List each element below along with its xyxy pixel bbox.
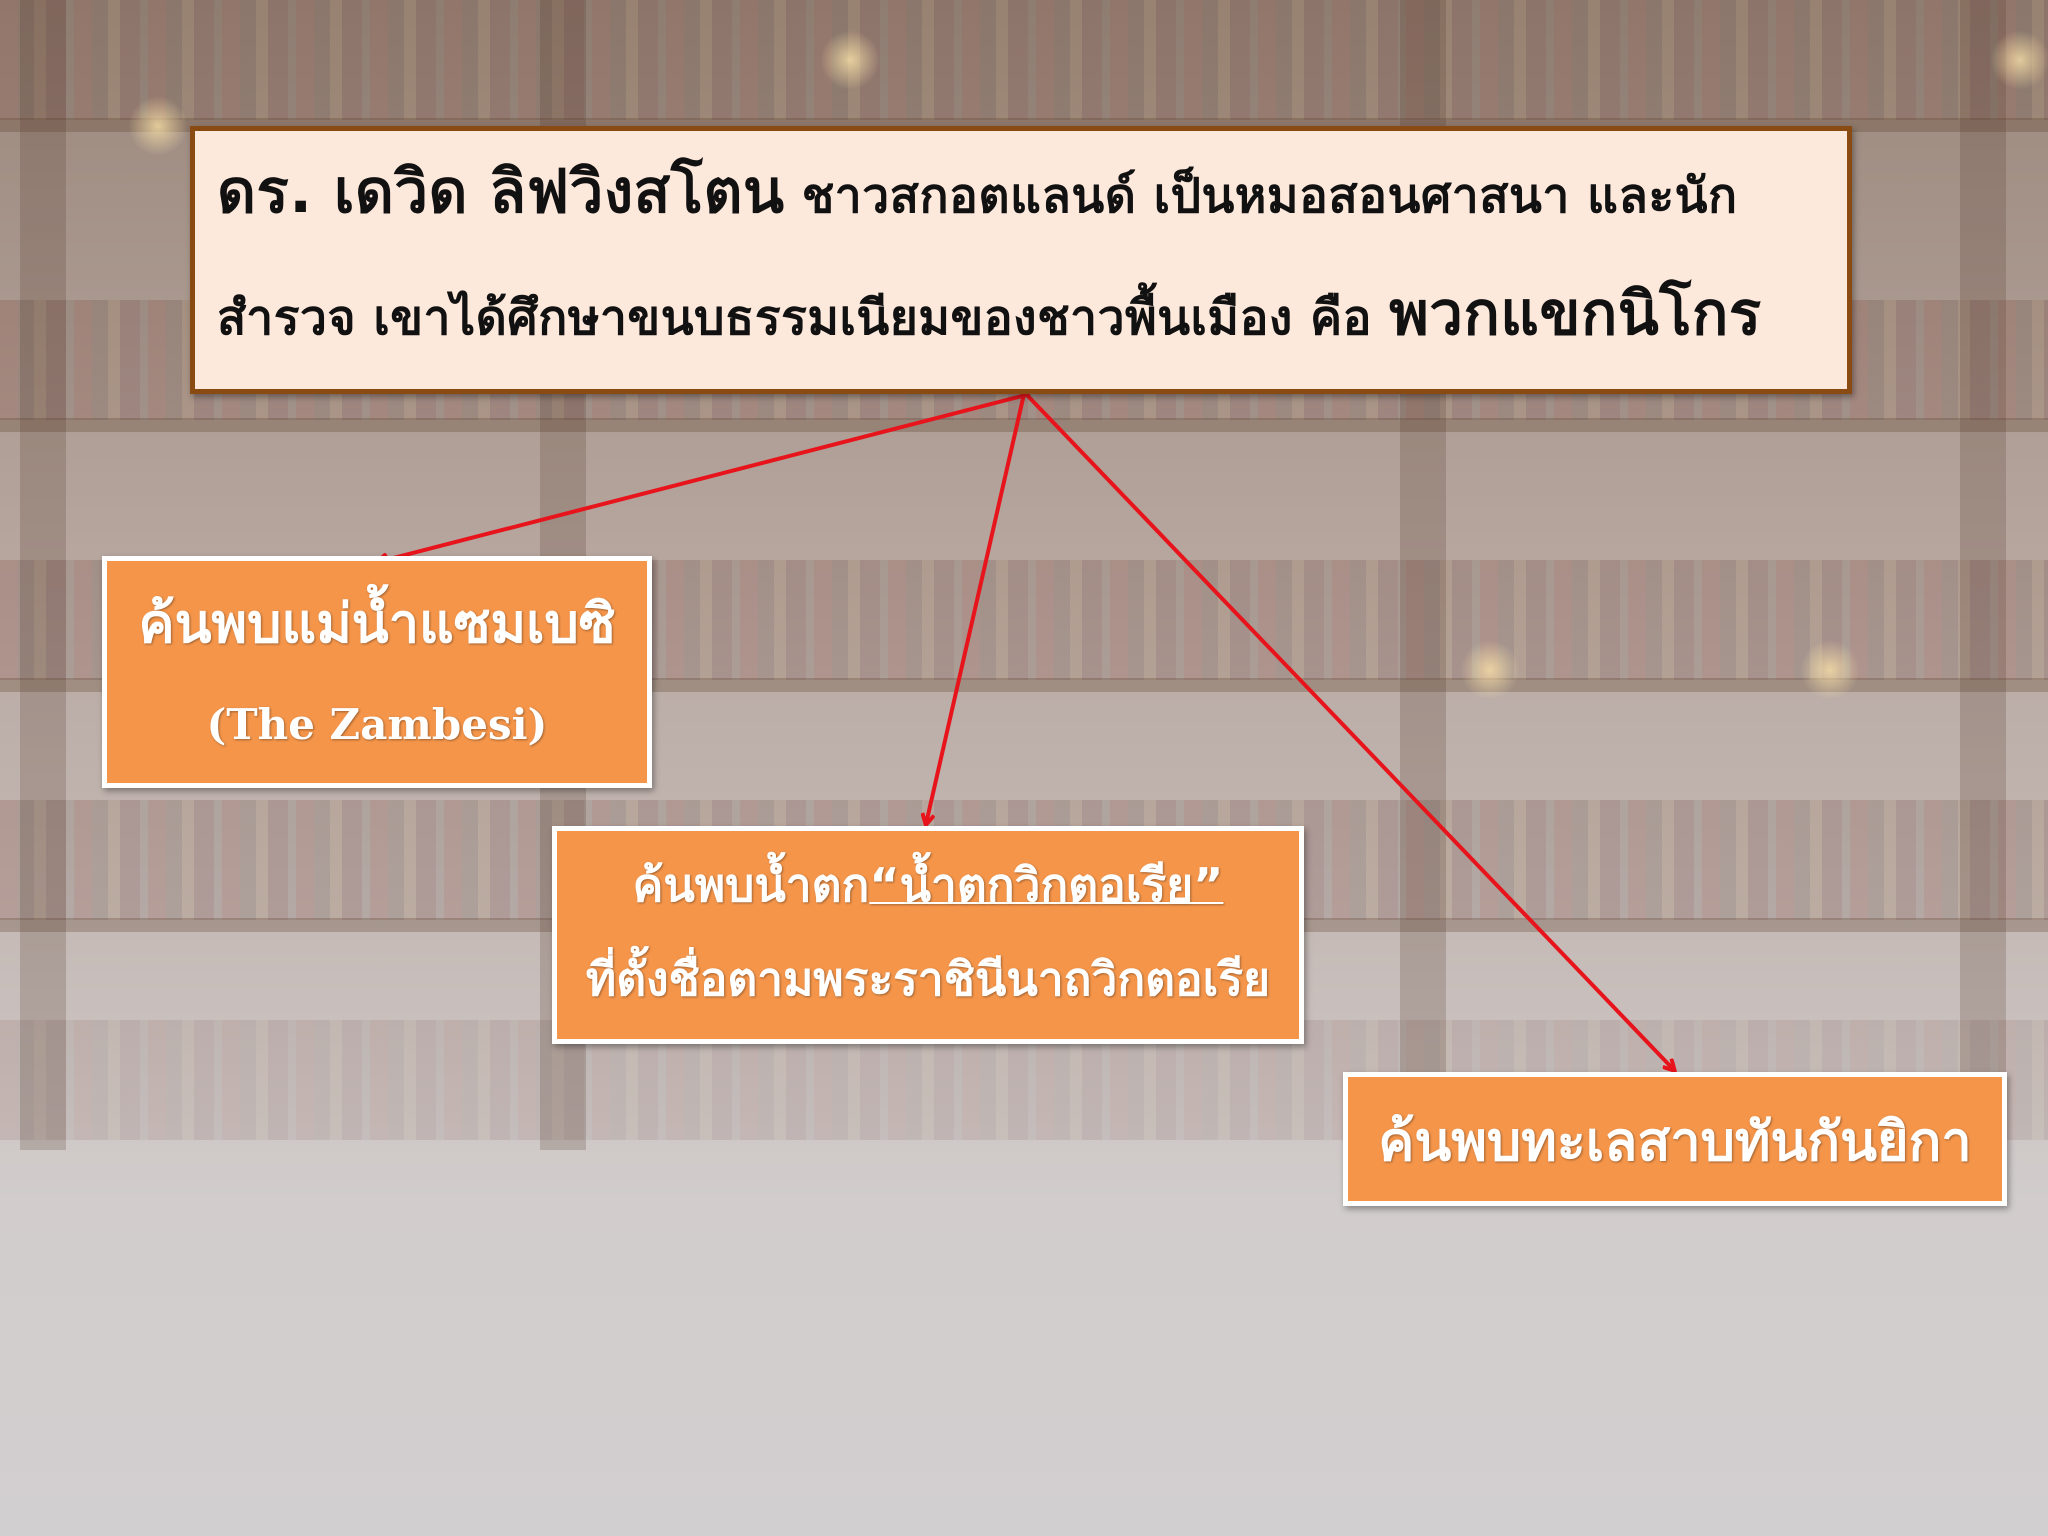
- shelf-pillar: [20, 0, 66, 1150]
- discovery-falls-name: “น้ำตกวิกตอเรีย”: [869, 858, 1224, 912]
- discovery-box-victoria-falls: ค้นพบน้ำตก“น้ำตกวิกตอเรีย” ที่ตั้งชื่อตา…: [552, 826, 1304, 1044]
- discovery-box-zambesi: ค้นพบแม่น้ำแซมเบซิ (The Zambesi): [102, 556, 652, 788]
- discovery-box-tanganyika: ค้นพบทะเลสาบทันกันยิกา: [1343, 1072, 2007, 1206]
- lamp-glow: [1990, 30, 2048, 90]
- explorer-name: ดร. เดวิด ลิฟวิงสโตน: [217, 157, 785, 227]
- shelf-plank: [0, 418, 2048, 432]
- explorer-intro-box: ดร. เดวิด ลิฟวิงสโตน ชาวสกอตแลนด์ เป็นหม…: [190, 126, 1852, 394]
- discovery-zambesi-english: (The Zambesi): [206, 700, 548, 749]
- shelf-pillar: [1960, 0, 2006, 1150]
- lamp-glow: [820, 30, 880, 90]
- intro-line-1-text: ชาวสกอตแลนด์ เป็นหมอสอนศาสนา และนัก: [801, 168, 1738, 224]
- intro-line-1: ดร. เดวิด ลิฟวิงสโตน ชาวสกอตแลนด์ เป็นหม…: [217, 157, 1825, 231]
- arrow-to-victoria-falls: [926, 393, 1026, 824]
- arrow-to-tanganyika: [1024, 392, 1674, 1070]
- intro-line-2: สำรวจ เขาได้ศึกษาขนบธรรมเนียมของชาวพื้นเ…: [217, 279, 1825, 353]
- bookshelf-row: [0, 0, 2048, 120]
- lamp-glow: [1460, 640, 1520, 700]
- arrow-to-zambesi: [378, 392, 1031, 562]
- discovery-falls-line-2: ที่ตั้งชื่อตามพระราชินีนาถวิกตอเรีย: [585, 952, 1271, 1006]
- lamp-glow: [1800, 640, 1860, 700]
- people-name: พวกแขกนิโกร: [1389, 279, 1762, 349]
- discovery-zambesi-thai: ค้นพบแม่น้ำแซมเบซิ: [138, 592, 616, 655]
- lamp-glow: [128, 96, 188, 156]
- intro-line-2-text: สำรวจ เขาได้ศึกษาขนบธรรมเนียมของชาวพื้นเ…: [217, 290, 1372, 346]
- discovery-falls-prefix: ค้นพบน้ำตก: [632, 858, 870, 912]
- discovery-tanganyika-text: ค้นพบทะเลสาบทันกันยิกา: [1378, 1110, 1972, 1173]
- discovery-falls-line-1: ค้นพบน้ำตก“น้ำตกวิกตอเรีย”: [557, 853, 1299, 917]
